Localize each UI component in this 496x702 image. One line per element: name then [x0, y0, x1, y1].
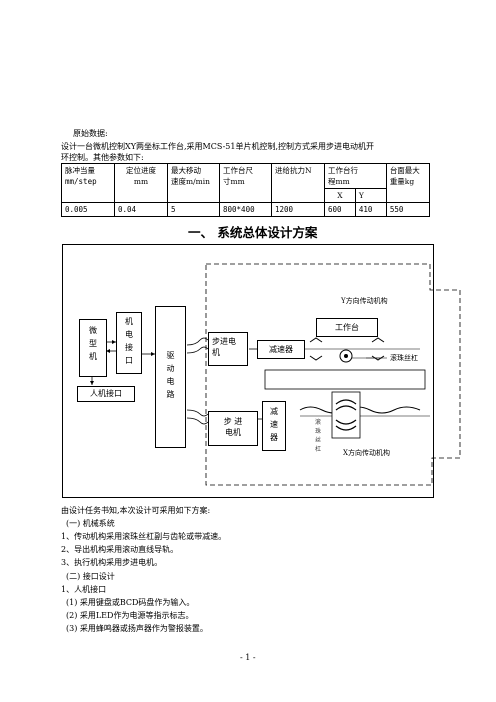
y-direction-mechanism-label: Y方向传动机构 [341, 297, 388, 305]
interface-sub-2: (2) 采用LED作为电源等指示标志。 [66, 611, 194, 620]
value-table-size: 800*400 [219, 202, 272, 217]
intro-line-1: 设计一台微机控制XY两坐标工作台,采用MCS-51单片机控制,控制方式采用步进电… [61, 142, 375, 151]
section-mechanical: (一) 机械系统 [66, 519, 115, 528]
value-max-weight: 550 [385, 202, 431, 217]
hmi-interface-box: 人机接口 [77, 386, 135, 402]
interface-sub-3: (3) 采用蜂鸣器或扬声器作为警报装置。 [66, 624, 208, 633]
intro-line-2: 环控制。其他参数如下: [61, 153, 144, 162]
header-max-speed: 最大移动速度m/min [167, 163, 220, 203]
interface-sub-1: (1) 采用键盘或BCD码盘作为输入。 [66, 598, 195, 607]
mechanical-item-3: 3、执行机构采用步进电机。 [61, 558, 163, 567]
section-interface: (二) 接口设计 [66, 572, 115, 581]
electromechanical-interface-box: 机电接口 [116, 312, 142, 374]
ballscrew-label: 滚珠丝杠 [390, 354, 418, 362]
page-number: - 1 - [240, 653, 256, 662]
x-direction-mechanism-label: X方向传动机构 [343, 449, 390, 457]
stepper-motor-top-box: 步进电机 [208, 332, 248, 366]
worktable-box: 工作台 [316, 318, 378, 337]
stepper-motor-bottom-box: 步 进电机 [208, 411, 258, 446]
microcomputer-box: 微型机 [79, 319, 107, 377]
reducer-bottom-box: 减速器 [262, 401, 286, 451]
value-feed-resistance: 1200 [271, 202, 325, 217]
interface-item-1: 1、人机接口 [61, 585, 107, 594]
value-travel-y: 410 [354, 202, 387, 217]
system-diagram-frame [62, 244, 434, 498]
value-positioning-accuracy: 0.04 [114, 202, 168, 217]
reducer-top-box: 减速器 [257, 340, 305, 359]
scheme-intro: 由设计任务书知,本次设计可采用如下方案: [61, 506, 211, 515]
driver-circuit-box: 驱动电路 [155, 306, 186, 448]
mechanical-item-1: 1、传动机构采用滚珠丝杠副与齿轮或带减速。 [61, 532, 227, 541]
ballscrew-vertical-label: 滚珠丝杠 [314, 419, 321, 453]
mechanical-item-2: 2、导出机构采用滚动直线导轨。 [61, 545, 179, 554]
original-data-label: 原始数据: [73, 129, 108, 138]
section-title: 一、 系统总体设计方案 [188, 225, 318, 240]
header-max-weight: 台面最大重量kg [385, 163, 431, 203]
